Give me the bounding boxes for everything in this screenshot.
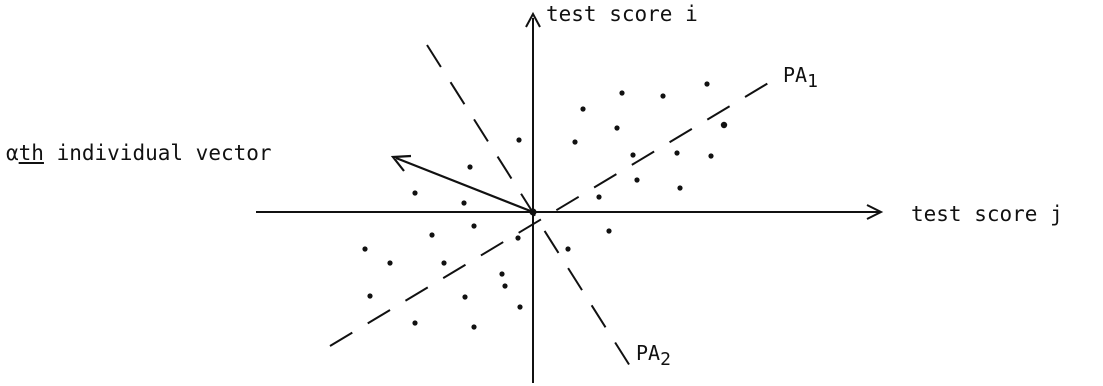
scatter-point xyxy=(387,260,393,266)
scatter-point xyxy=(429,232,435,238)
arrow-upper-left-icon xyxy=(390,154,412,172)
scatter-point xyxy=(367,293,373,299)
scatter-point xyxy=(677,185,683,191)
scatter-point xyxy=(614,125,620,131)
scatter-points xyxy=(362,81,728,330)
y-axis-label: test score i xyxy=(546,4,698,25)
origin-point xyxy=(529,208,537,216)
scatter-point xyxy=(462,294,468,300)
scatter-point xyxy=(499,271,505,277)
x-axis-label: test score j xyxy=(911,204,1063,225)
pa1-label: PA1 xyxy=(783,63,818,91)
vector-label-underlined: th xyxy=(18,141,44,165)
scatter-point xyxy=(720,121,728,129)
scatter-point xyxy=(565,246,571,252)
scatter-point xyxy=(441,260,447,266)
scatter-point xyxy=(630,152,636,158)
vector-label-prefix: α xyxy=(6,141,19,165)
pa1-axis-line xyxy=(329,81,771,347)
scatter-point xyxy=(515,235,521,241)
pa2-axis-line xyxy=(426,44,631,367)
x-axis-label-text: test score j xyxy=(911,202,1063,226)
scatter-point xyxy=(660,93,666,99)
pa1-label-subscript: 1 xyxy=(807,71,818,92)
scatter-point xyxy=(362,246,368,252)
scatter-point xyxy=(461,200,467,206)
individual-vector-line xyxy=(395,156,534,214)
scatter-point xyxy=(516,137,522,143)
scatter-point xyxy=(471,223,477,229)
scatter-point xyxy=(412,190,418,196)
scatter-point xyxy=(572,139,578,145)
scatter-point xyxy=(708,153,714,159)
scatter-point xyxy=(517,304,523,310)
pa2-label-main: PA xyxy=(636,341,661,365)
scatter-point xyxy=(619,90,625,96)
scatter-point xyxy=(412,320,418,326)
y-axis-label-text: test score i xyxy=(546,2,698,26)
pa1-label-main: PA xyxy=(783,63,808,87)
scatter-point xyxy=(606,228,612,234)
pa2-label-subscript: 2 xyxy=(660,349,671,370)
scatter-point xyxy=(634,177,640,183)
scatter-point xyxy=(580,106,586,112)
individual-vector-label: αth individual vector xyxy=(6,143,272,164)
scatter-point xyxy=(596,194,602,200)
scatter-point xyxy=(467,164,473,170)
scatter-point xyxy=(674,150,680,156)
scatter-point xyxy=(704,81,710,87)
scatter-point xyxy=(471,324,477,330)
vector-label-rest: individual vector xyxy=(43,141,272,165)
arrow-up-icon xyxy=(525,11,541,28)
arrow-right-icon xyxy=(866,204,884,220)
scatter-point xyxy=(502,283,508,289)
pa2-label: PA2 xyxy=(636,341,671,369)
